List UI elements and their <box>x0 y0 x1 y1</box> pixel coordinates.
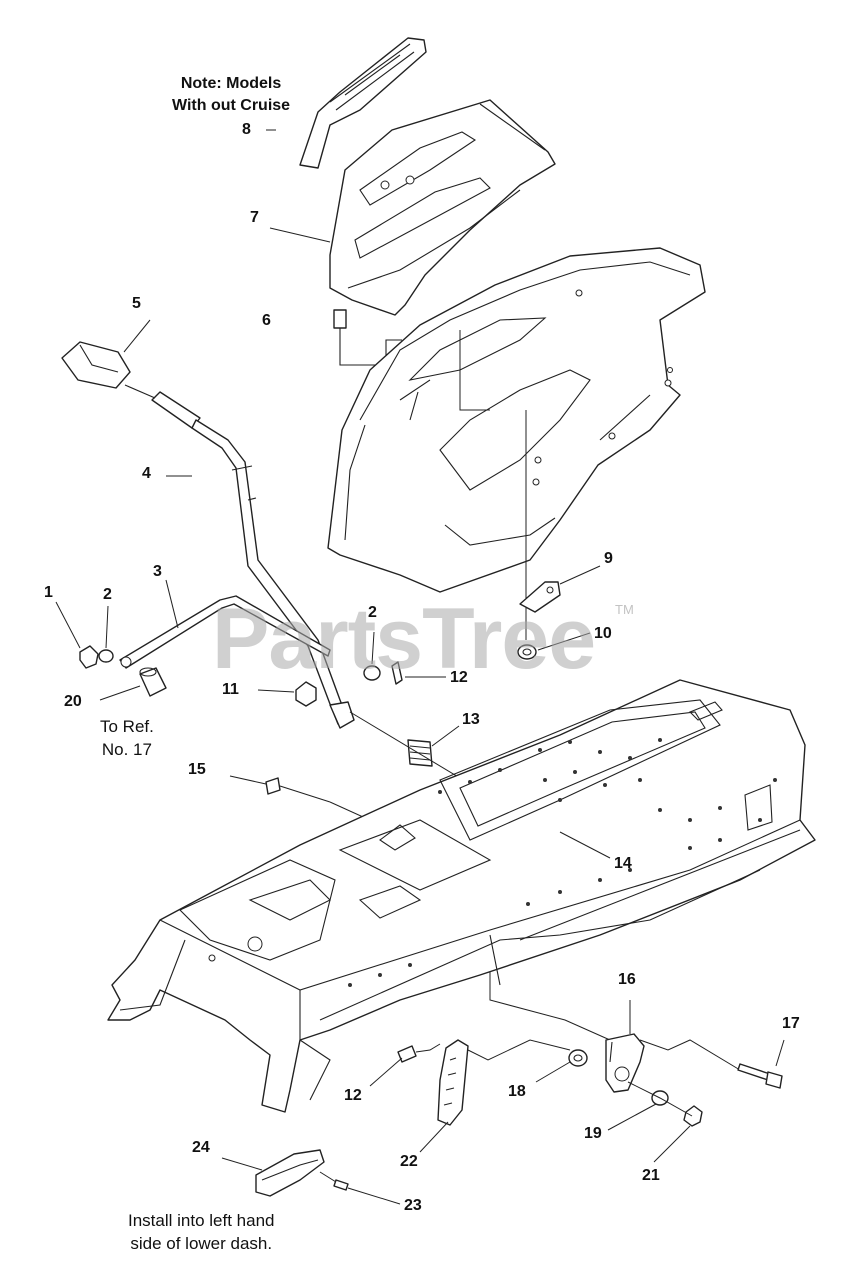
callout-10[interactable]: 10 <box>594 625 612 642</box>
callout-2-right[interactable]: 2 <box>368 604 377 621</box>
callout-15[interactable]: 15 <box>188 761 206 778</box>
part-1-nut <box>79 645 99 669</box>
callout-4[interactable]: 4 <box>142 465 151 482</box>
callout-18[interactable]: 17 <box>782 1015 800 1032</box>
callout-24[interactable]: 24 <box>192 1139 210 1156</box>
callout-20[interactable]: 19 <box>584 1125 602 1142</box>
part-22-latch <box>437 1039 571 1126</box>
part-18-bolt <box>737 1063 783 1089</box>
part-19-bushing <box>568 1049 588 1067</box>
part-8-cover-strip <box>299 37 427 169</box>
part-4-lever-rod <box>124 384 355 729</box>
part-7-upper-dash <box>329 99 556 316</box>
watermark-logo: PartsTree <box>212 591 596 687</box>
part-12-pin-upper <box>391 661 403 685</box>
callout-2-left[interactable]: 2 <box>103 586 112 603</box>
note-install-lower-dash: Install into left hand side of lower das… <box>128 1211 275 1253</box>
part-23-screw <box>319 1171 349 1191</box>
callout-7[interactable]: 7 <box>250 209 259 226</box>
callout-3[interactable]: 3 <box>153 563 162 580</box>
callout-1[interactable]: 1 <box>44 584 53 601</box>
callout-12-lower[interactable]: 12 <box>344 1087 362 1104</box>
callout-11[interactable]: 11 <box>222 681 239 698</box>
frame-chassis <box>107 679 816 1113</box>
callout-6[interactable]: 6 <box>262 312 271 329</box>
callout-17[interactable]: 16 <box>618 971 636 988</box>
callout-leaders <box>55 129 785 1205</box>
part-5-handle-grip <box>61 341 131 389</box>
part-12-pin-lower <box>397 1043 441 1063</box>
part-16-spacer <box>139 667 167 697</box>
note-models-without-cruise: Note: Models With out Cruise <box>172 75 291 114</box>
callout-21[interactable]: 21 <box>642 1167 660 1184</box>
callout-8[interactable]: 8 <box>242 121 251 138</box>
callout-19[interactable]: 18 <box>508 1083 526 1100</box>
callout-14[interactable]: 14 <box>614 855 632 872</box>
part-21-nut <box>683 1105 703 1127</box>
frame-holes <box>348 738 777 987</box>
note-to-ref-17: To Ref. No. 17 <box>100 717 154 759</box>
callout-5[interactable]: 5 <box>132 295 141 312</box>
part-2-washer-left <box>98 649 114 663</box>
callout-9[interactable]: 9 <box>604 550 613 567</box>
part-9-bracket <box>519 581 561 613</box>
watermark-trademark: TM <box>615 602 634 617</box>
part-11-nut <box>295 681 317 707</box>
part-3-linkage-rod <box>119 595 331 669</box>
callout-12-upper[interactable]: 12 <box>450 669 468 686</box>
callout-13[interactable]: 13 <box>462 711 480 728</box>
part-2-washer-right <box>363 665 381 681</box>
part-24-clip <box>255 1149 325 1197</box>
main-dash-panel <box>327 247 706 593</box>
callout-16[interactable]: 20 <box>64 693 82 710</box>
part-17-bracket <box>605 1033 645 1093</box>
part-13-spring <box>407 739 433 767</box>
callout-23[interactable]: 23 <box>404 1197 422 1214</box>
part-10-nut <box>517 644 537 660</box>
callout-22[interactable]: 22 <box>400 1153 418 1170</box>
